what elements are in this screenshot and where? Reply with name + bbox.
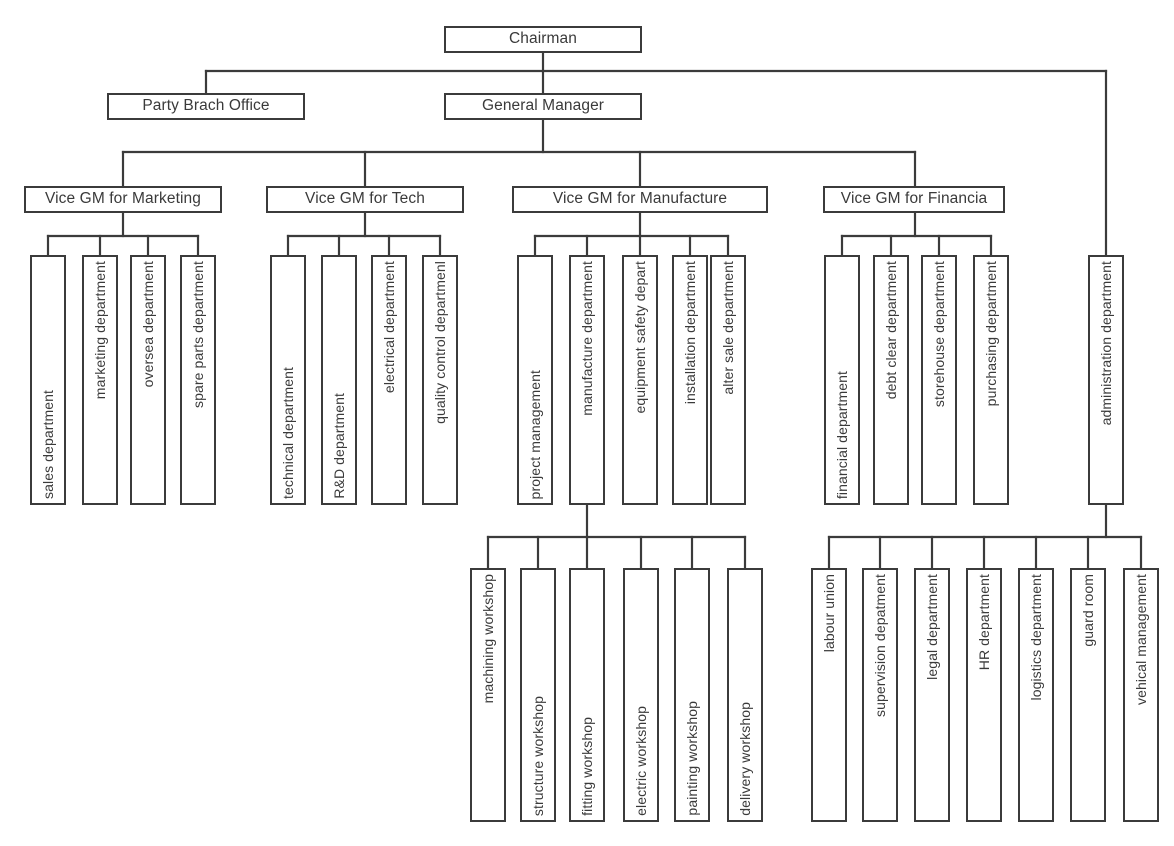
node-label: project management [526,369,543,499]
node-label: electric workshop [632,706,649,816]
node-label: HR department [975,574,992,671]
node-label: fitting workshop [578,717,595,816]
node-financial-department[interactable]: financial department [824,255,860,505]
node-label: logistics department [1027,574,1044,701]
node-manufacture-department[interactable]: manufacture department [569,255,605,505]
node-spare-parts-department[interactable]: spare parts department [180,255,216,505]
node-general-manager[interactable]: General Manager [444,93,642,120]
node-label: labour union [820,574,837,653]
node-machining-workshop[interactable]: machining workshop [470,568,506,822]
node-delivery-workshop[interactable]: delivery workshop [727,568,763,822]
node-supervision-department[interactable]: supervision depatment [862,568,898,822]
node-label: R&D department [330,393,347,499]
node-label: General Manager [481,97,605,115]
node-legal-department[interactable]: legal department [914,568,950,822]
node-label: Vice GM for Tech [305,190,425,208]
node-label: financial department [833,370,850,499]
node-marketing-department[interactable]: marketing department [82,255,118,505]
node-vgm-marketing[interactable]: Vice GM for Marketing [24,186,222,213]
node-vgm-financia[interactable]: Vice GM for Financia [823,186,1005,213]
node-storehouse-department[interactable]: storehouse department [921,255,957,505]
node-label: technical department [279,367,296,499]
node-rd-department[interactable]: R&D department [321,255,357,505]
node-label: guard room [1079,574,1096,647]
node-painting-workshop[interactable]: painting workshop [674,568,710,822]
node-label: Vice GM for Manufacture [552,190,728,208]
node-vgm-tech[interactable]: Vice GM for Tech [266,186,464,213]
node-logistics-department[interactable]: logistics department [1018,568,1054,822]
node-label: quality control departmenl [431,261,448,424]
node-guard-room[interactable]: guard room [1070,568,1106,822]
node-installation-department[interactable]: installation department [672,255,708,505]
node-electric-workshop[interactable]: electric workshop [623,568,659,822]
node-label: delivery workshop [736,702,753,816]
node-label: marketing department [91,261,108,400]
node-label: vehical management [1132,574,1149,705]
node-vehical-management[interactable]: vehical management [1123,568,1159,822]
node-fitting-workshop[interactable]: fitting workshop [569,568,605,822]
node-label: alter sale department [719,261,736,395]
node-project-management[interactable]: project management [517,255,553,505]
node-hr-department[interactable]: HR department [966,568,1002,822]
node-equipment-safety-depart[interactable]: equipment safety depart [622,255,658,505]
node-alter-sale-department[interactable]: alter sale department [710,255,746,505]
node-label: administration department [1097,261,1114,426]
node-sales-department[interactable]: sales department [30,255,66,505]
node-label: Chairman [509,30,577,48]
node-quality-control-department[interactable]: quality control departmenl [422,255,458,505]
node-label: purchasing department [982,261,999,407]
node-label: legal department [923,574,940,680]
node-label: painting workshop [683,701,700,816]
node-vgm-manufacture[interactable]: Vice GM for Manufacture [512,186,768,213]
node-label: storehouse department [930,261,947,408]
node-purchasing-department[interactable]: purchasing department [973,255,1009,505]
node-label: manufacture department [578,261,595,416]
node-party-branch-office[interactable]: Party Brach Office [107,93,305,120]
node-oversea-department[interactable]: oversea department [130,255,166,505]
node-label: machining workshop [479,574,496,704]
node-label: spare parts department [189,261,206,408]
node-electrical-department[interactable]: electrical department [371,255,407,505]
node-label: Vice GM for Financia [840,190,988,208]
node-label: Party Brach Office [142,97,270,115]
node-label: oversea department [139,261,156,388]
node-label: sales department [39,390,56,499]
node-label: electrical department [380,261,397,394]
node-labour-union[interactable]: labour union [811,568,847,822]
node-administration-department[interactable]: administration department [1088,255,1124,505]
node-label: installation department [681,261,698,405]
node-label: supervision depatment [871,574,888,717]
node-label: debt clear department [882,261,899,400]
node-structure-workshop[interactable]: structure workshop [520,568,556,822]
node-debt-clear-department[interactable]: debt clear department [873,255,909,505]
node-label: Vice GM for Marketing [44,190,201,208]
node-chairman[interactable]: Chairman [444,26,642,53]
node-label: equipment safety depart [631,261,648,414]
node-label: structure workshop [529,695,546,816]
node-technical-department[interactable]: technical department [270,255,306,505]
